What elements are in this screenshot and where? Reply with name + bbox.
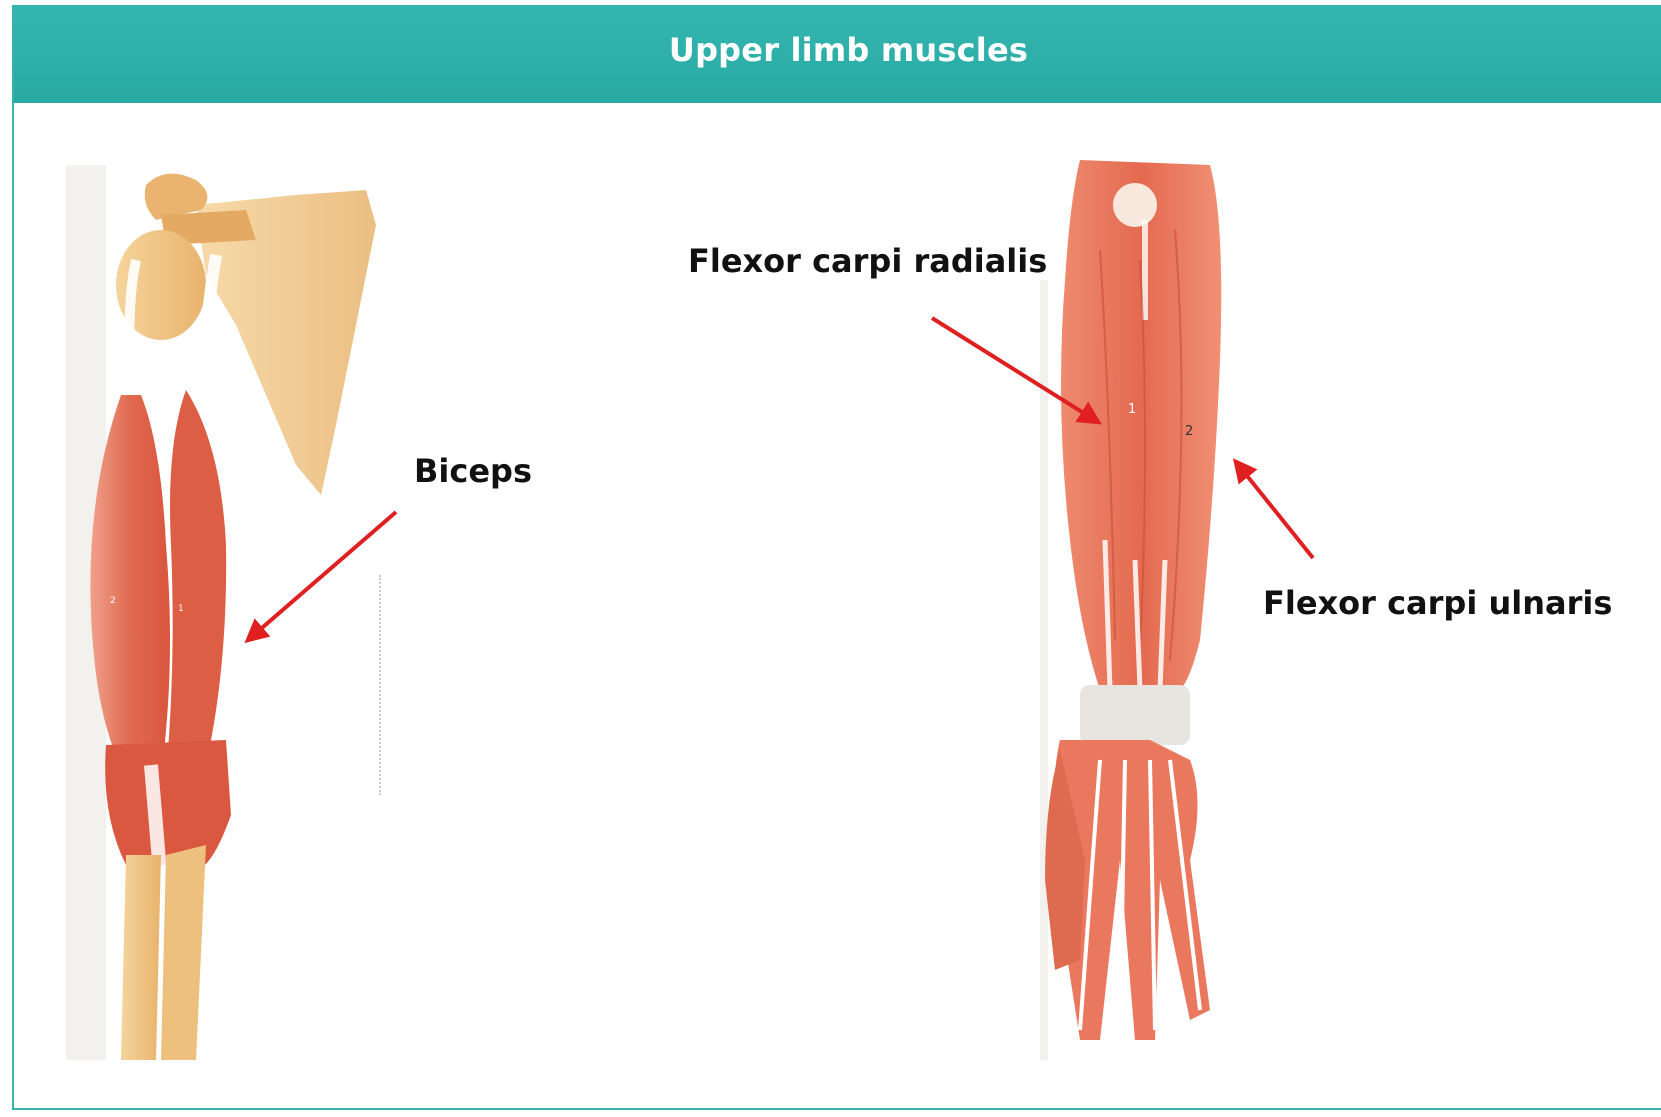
marker-1: 1 [1128, 402, 1136, 417]
label-flexor-carpi-radialis: Flexor carpi radialis [688, 242, 1047, 280]
label-flexor-carpi-ulnaris: Flexor carpi ulnaris [1263, 584, 1612, 622]
marker-2: 2 [1185, 424, 1193, 439]
marker-1: 1 [178, 604, 184, 614]
biceps-short-head [166, 390, 226, 775]
dotted-line [379, 575, 381, 795]
slide-title: Upper limb muscles [669, 31, 1028, 69]
marker-2: 2 [110, 596, 116, 606]
title-bar: Upper limb muscles [14, 5, 1661, 103]
label-biceps: Biceps [414, 452, 532, 490]
forearm-illustration: 1 2 [1040, 160, 1280, 1060]
upper-arm-illustration: 2 1 [66, 165, 386, 1060]
